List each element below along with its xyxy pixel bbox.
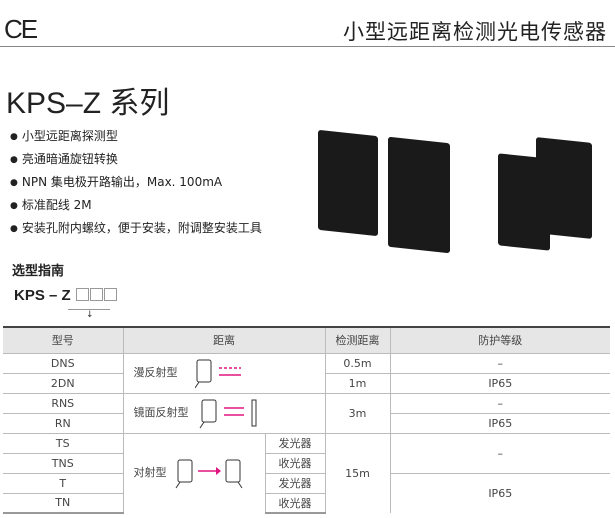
distance-cell: 15m [324, 432, 390, 513]
model-cell: 2DN [3, 372, 123, 393]
protection-cell: – [389, 432, 610, 473]
table-row: 2DN 1m IP65 [3, 372, 610, 393]
ce-logo: CE [4, 14, 38, 44]
model-cell: TN [3, 492, 123, 514]
table-row: RNS 镜面反射型 3m – [3, 392, 610, 433]
header-type: 距离 [122, 326, 325, 353]
model-cell: TNS [3, 452, 123, 473]
divider [0, 46, 615, 47]
sub-type-cell: 收光器 [264, 492, 325, 514]
model-cell: T [3, 472, 123, 493]
feature-list: 小型远距离探测型 亮通暗通旋钮转换 NPN 集电极开路输出，Max. 100mA… [10, 127, 262, 242]
model-cell: DNS [3, 352, 123, 373]
protection-cell: – [389, 392, 610, 413]
retro-diagram-icon [199, 399, 257, 429]
type-label: 镜面反射型 [133, 406, 189, 419]
table-row: RN IP65 [3, 412, 610, 433]
type-diffuse: 漫反射型 [122, 352, 325, 393]
selection-table: 型号 距离 检测距离 防护等级 DNS 漫反射型 0.5m – 2DN 1m I… [3, 326, 610, 514]
selection-guide-title: 选型指南 [12, 264, 65, 279]
protection-cell: IP65 [389, 412, 610, 433]
model-code-prefix: KPS – Z [14, 287, 71, 304]
feature-item: 小型远距离探测型 [10, 127, 262, 150]
product-image-2 [388, 136, 450, 254]
model-code: KPS – Z [14, 287, 117, 304]
down-arrow-icon: ↓ [86, 310, 94, 320]
protection-cell: IP65 [389, 472, 610, 513]
table-row: TN 收光器 [3, 492, 610, 514]
type-label: 漫反射型 [133, 366, 178, 379]
product-image-1 [318, 129, 378, 237]
feature-item: 安装孔附内螺纹，便于安装，附调整安装工具 [10, 219, 262, 242]
type-label: 对射型 [133, 466, 167, 480]
table-row: TNS 收光器 [3, 452, 610, 473]
sub-type-cell: 收光器 [264, 452, 325, 473]
protection-cell: IP65 [389, 372, 610, 393]
model-cell: TS [3, 432, 123, 453]
table-row: TS 对射型 发光器 15m – [3, 432, 610, 513]
distance-cell: 3m [324, 392, 390, 433]
sub-type-cell: 发光器 [264, 432, 325, 453]
protection-cell: – [389, 352, 610, 373]
product-image-4 [536, 137, 592, 239]
page-title: 小型远距离检测光电传感器 [343, 20, 607, 44]
header-distance: 检测距离 [324, 326, 390, 353]
code-underline [68, 309, 110, 310]
sub-type-cell: 发光器 [264, 472, 325, 493]
feature-item: NPN 集电极开路输出，Max. 100mA [10, 173, 262, 196]
feature-item: 标准配线 2M [10, 196, 262, 219]
feature-item: 亮通暗通旋钮转换 [10, 150, 262, 173]
distance-cell: 1m [324, 372, 390, 393]
through-beam-diagram-icon [175, 459, 243, 489]
distance-cell: 0.5m [324, 352, 390, 373]
header-model: 型号 [3, 326, 123, 353]
diffuse-diagram-icon [195, 359, 241, 389]
model-cell: RNS [3, 392, 123, 413]
series-title: KPS–Z 系列 [6, 87, 170, 120]
model-cell: RN [3, 412, 123, 433]
type-retro: 镜面反射型 [122, 392, 325, 433]
type-through-beam: 对射型 [122, 432, 265, 513]
table-row: DNS 漫反射型 0.5m – [3, 352, 610, 393]
table-row: T 发光器 IP65 [3, 472, 610, 513]
header-protection: 防护等级 [389, 326, 610, 353]
